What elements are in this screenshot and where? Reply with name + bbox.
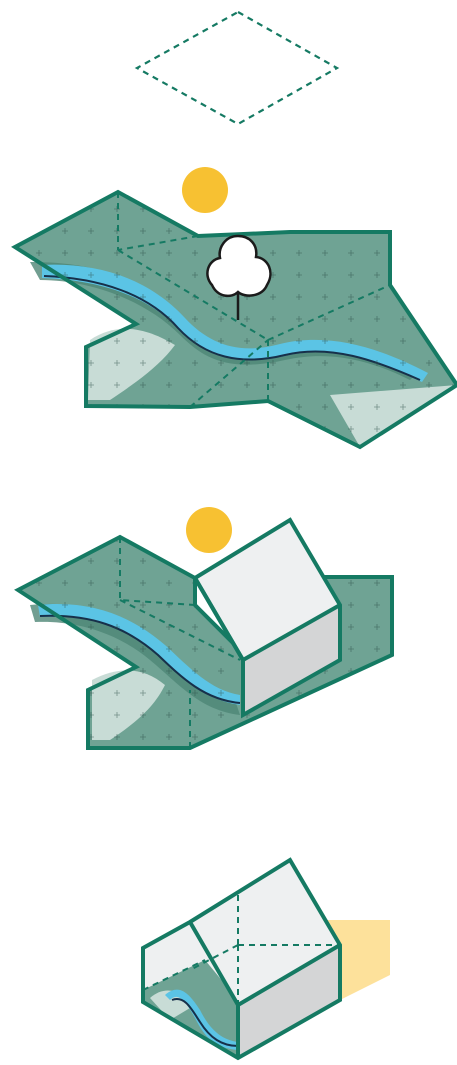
sun-icon [182, 167, 228, 213]
empty-site-panel [137, 12, 337, 124]
landscape-with-tree-panel [15, 167, 457, 447]
house-with-shadow-panel [143, 860, 390, 1058]
sun-icon [186, 507, 232, 553]
dashed-site-outline [137, 12, 337, 124]
landscape-with-house-panel [18, 507, 392, 748]
